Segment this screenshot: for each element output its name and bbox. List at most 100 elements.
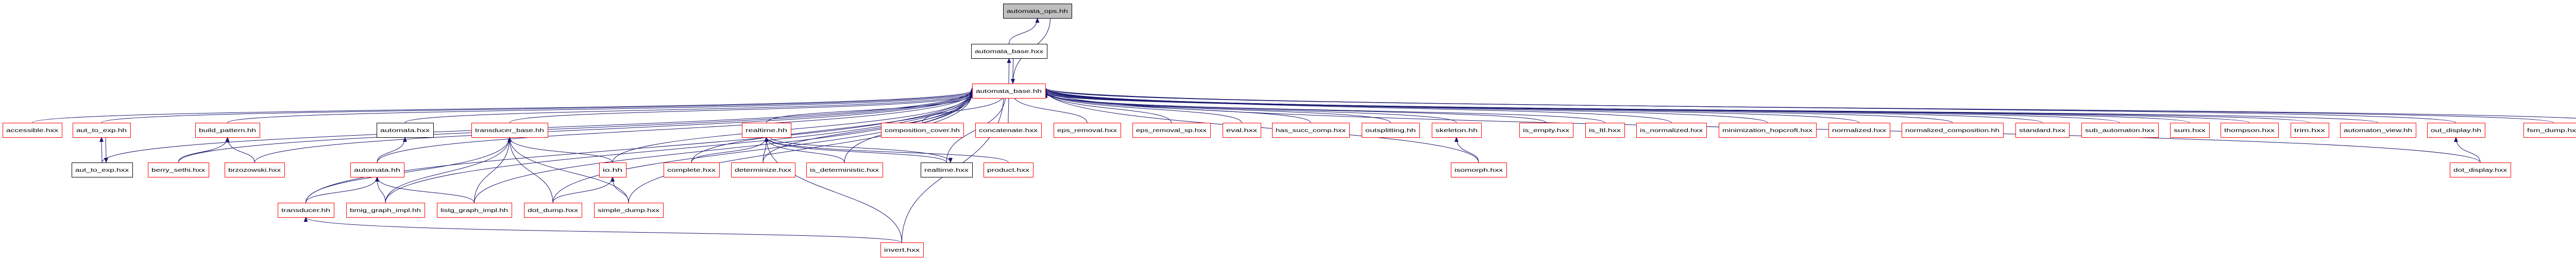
file-node-automaton-view[interactable]: automaton_view.hh [2340, 123, 2416, 138]
file-node-sub-automaton[interactable]: sub_automaton.hxx [2081, 123, 2159, 138]
file-node-automata-hxx[interactable]: automata.hxx [377, 123, 434, 138]
node-label: determinize.hxx [735, 168, 791, 173]
node-label: normalized_composition.hh [1905, 128, 1999, 134]
dependency-edge [764, 137, 1009, 163]
node-label: skeleton.hh [1435, 128, 1478, 134]
node-label: thompson.hxx [2224, 128, 2275, 134]
dependency-edge [375, 176, 474, 203]
file-node-trim[interactable]: trim.hxx [2291, 123, 2329, 138]
dependency-edge [1010, 92, 1088, 123]
file-node-brzozowski[interactable]: brzozowski.hxx [225, 163, 285, 177]
node-label: sum.hxx [2174, 128, 2206, 134]
edges-layer [32, 18, 2576, 243]
node-label: aut_to_exp.hh [76, 128, 127, 134]
node-box [2523, 123, 2576, 138]
node-box [975, 123, 1042, 138]
node-box [881, 123, 964, 138]
dependency-edge [101, 90, 974, 123]
node-label: has_succ_comp.hxx [1276, 128, 1346, 134]
file-node-transducer-hh[interactable]: transducer.hh [278, 203, 334, 218]
node-box [195, 123, 260, 138]
node-label: standard.hxx [2019, 128, 2065, 134]
file-node-aut-to-exp-hh[interactable]: aut_to_exp.hh [73, 123, 131, 138]
file-node-build-pattern[interactable]: build_pattern.hh [195, 123, 260, 138]
file-node-minimization-hopcroft[interactable]: minimization_hopcroft.hxx [1719, 123, 1817, 138]
node-box [346, 203, 425, 218]
node-label: trim.hxx [2294, 128, 2325, 134]
file-node-eps-removal[interactable]: eps_removal.hxx [1054, 123, 1121, 138]
file-node-concatenate[interactable]: concatenate.hxx [975, 123, 1042, 138]
file-node-is-empty[interactable]: is_empty.hxx [1519, 123, 1573, 138]
node-box [1272, 123, 1350, 138]
dependency-edge [474, 91, 974, 203]
file-node-berry-sethi[interactable]: berry_sethi.hxx [148, 163, 209, 177]
node-label: composition_cover.hh [885, 128, 960, 134]
file-node-composition-cover[interactable]: composition_cover.hh [881, 123, 964, 138]
file-node-automata-base-hh[interactable]: automata_base.hh [972, 84, 1046, 99]
file-node-out-display[interactable]: out_display.hh [2427, 123, 2485, 138]
file-node-dot-display[interactable]: dot_display.hxx [2450, 163, 2511, 177]
file-node-realtime-hh[interactable]: realtime.hh [742, 123, 791, 138]
file-node-transducer-base[interactable]: transducer_base.hh [471, 123, 548, 138]
file-node-isomorph[interactable]: isomorph.hxx [1451, 163, 1507, 177]
file-node-fsm-dump[interactable]: fsm_dump.hxx [2523, 123, 2576, 138]
node-box [1519, 123, 1573, 138]
dependency-edge [1454, 137, 1479, 163]
file-node-normalized[interactable]: normalized.hxx [1828, 123, 1890, 138]
node-box [971, 44, 1047, 59]
node-box [1451, 163, 1507, 177]
node-label: fsm_dump.hxx [2527, 128, 2576, 134]
node-label: bmig_graph_impl.hh [350, 208, 421, 214]
node-label: is_deterministic.hxx [810, 168, 879, 173]
node-box [2081, 123, 2159, 138]
file-node-determinize[interactable]: determinize.hxx [731, 163, 795, 177]
dependency-edge [509, 92, 974, 123]
file-node-is-normalized[interactable]: is_normalized.hxx [1636, 123, 1707, 138]
file-node-dot-dump[interactable]: dot_dump.hxx [524, 203, 582, 218]
file-node-automata-hh[interactable]: automata.hh [350, 163, 404, 177]
node-label: listg_graph_impl.hh [440, 208, 508, 214]
node-box [1719, 123, 1817, 138]
file-node-normalized-composition[interactable]: normalized_composition.hh [1902, 123, 2004, 138]
file-node-io-hh[interactable]: io.hh [599, 163, 626, 177]
file-node-realtime-hxx[interactable]: realtime.hxx [921, 163, 973, 177]
dependency-edge [1043, 88, 1479, 163]
file-node-thompson[interactable]: thompson.hxx [2221, 123, 2279, 138]
dependency-edge [691, 137, 769, 163]
file-node-invert[interactable]: invert.hxx [880, 242, 924, 257]
file-node-is-ltl[interactable]: is_ltl.hxx [1585, 123, 1625, 138]
file-node-is-deterministic[interactable]: is_deterministic.hxx [806, 163, 883, 177]
node-box [2221, 123, 2279, 138]
node-box [471, 123, 548, 138]
node-box [2015, 123, 2070, 138]
file-node-aut-to-exp-hxx[interactable]: aut_to_exp.hxx [72, 163, 133, 177]
file-node-eval[interactable]: eval.hxx [1223, 123, 1261, 138]
file-node-accessible[interactable]: accessible.hxx [3, 123, 62, 138]
dependency-edge [474, 137, 512, 203]
file-node-skeleton[interactable]: skeleton.hh [1432, 123, 1482, 138]
file-node-complete[interactable]: complete.hxx [664, 163, 720, 177]
node-box [2340, 123, 2416, 138]
node-label: automata_base.hxx [975, 49, 1043, 55]
dependency-edge [762, 92, 974, 163]
file-node-standard[interactable]: standard.hxx [2015, 123, 2070, 138]
file-node-eps-removal-sp[interactable]: eps_removal_sp.hxx [1132, 123, 1211, 138]
file-node-bmig-graph-impl[interactable]: bmig_graph_impl.hh [346, 203, 425, 218]
node-label: accessible.hxx [6, 128, 58, 134]
file-node-product[interactable]: product.hxx [984, 163, 1033, 177]
file-node-sum[interactable]: sum.hxx [2170, 123, 2210, 138]
dependency-edge [32, 89, 974, 123]
file-node-automata-base-hxx[interactable]: automata_base.hxx [971, 44, 1047, 59]
dependency-edge [178, 89, 974, 163]
dependency-edge [922, 92, 1007, 123]
file-node-outsplitting[interactable]: outsplitting.hh [1362, 123, 1420, 138]
node-label: minimization_hopcroft.hxx [1722, 128, 1812, 134]
file-node-simple-dump[interactable]: simple_dump.hxx [594, 203, 664, 218]
node-box [1828, 123, 1890, 138]
node-box [2170, 123, 2210, 138]
file-node-listg-graph-impl[interactable]: listg_graph_impl.hh [437, 203, 512, 218]
file-node-automata-ops[interactable]: automata_ops.hh [1003, 4, 1072, 19]
dependency-edge [1043, 92, 1605, 123]
file-node-has-succ-comp[interactable]: has_succ_comp.hxx [1272, 123, 1350, 138]
node-label: is_empty.hxx [1523, 128, 1569, 134]
